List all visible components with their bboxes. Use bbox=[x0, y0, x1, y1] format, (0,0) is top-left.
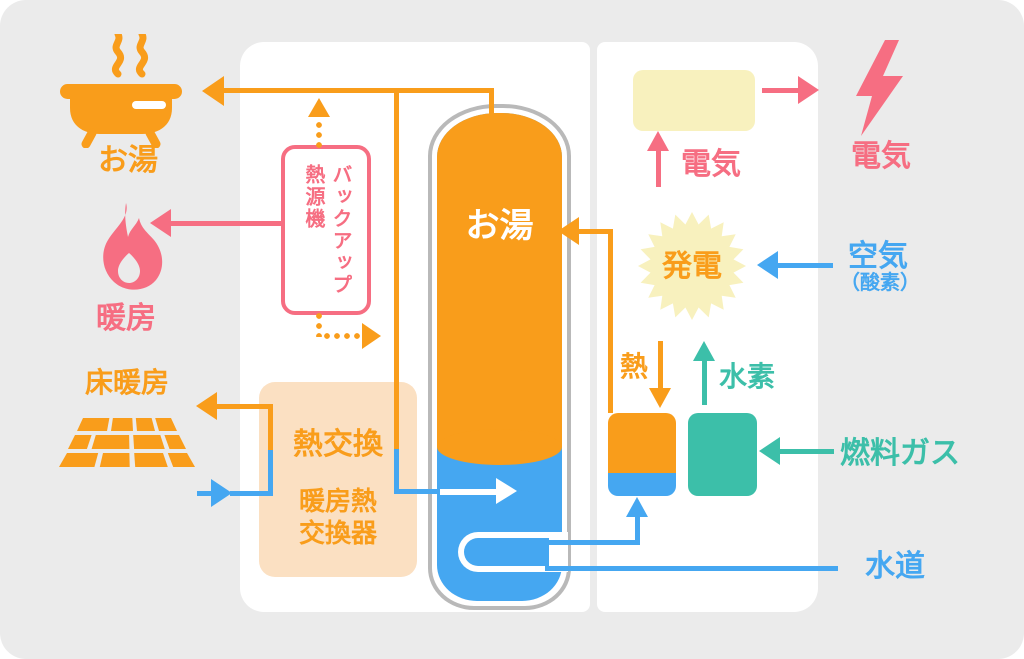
heating-arrow bbox=[150, 209, 171, 237]
heat-pipe-vertical bbox=[608, 229, 613, 413]
electricity-out-label: 電気 bbox=[851, 140, 911, 173]
water-to-fuelcell-h bbox=[548, 540, 640, 545]
heating-pipe bbox=[170, 221, 281, 226]
heat-exchanger-sublabel: 暖房熱 交換器 bbox=[298, 486, 377, 548]
fuel-cell-hot-section bbox=[608, 413, 676, 473]
hot-water-pipe bbox=[222, 88, 494, 93]
backup-up-arrow bbox=[308, 98, 330, 117]
heat-to-tank-arrow bbox=[558, 217, 579, 245]
backup-dotted-line-top bbox=[316, 120, 322, 148]
fuel-gas-in-arrow bbox=[759, 437, 780, 465]
fuel-cell-water-section bbox=[608, 473, 676, 496]
air-label: 空気 bbox=[848, 240, 908, 273]
cold-water-return-shaft bbox=[440, 489, 498, 495]
floor-heating-out-arrow bbox=[196, 392, 217, 420]
cold-water-return-arrow bbox=[496, 478, 517, 504]
backup-right-arrow bbox=[362, 323, 381, 349]
hydrogen-up-arrow bbox=[693, 341, 715, 361]
floor-loop-cold-drop bbox=[268, 450, 273, 496]
floor-heating-icon bbox=[59, 418, 195, 467]
main-pipe-cold bbox=[394, 449, 399, 494]
backup-heater-label: バックアップ 熱源機 bbox=[302, 164, 351, 296]
heat-exchange-title: 熱交換 bbox=[293, 428, 383, 461]
backup-heater-box: バックアップ 熱源機 bbox=[281, 145, 371, 315]
floor-loop-hot-drop bbox=[268, 404, 273, 450]
tank-inlet-pipe bbox=[458, 532, 568, 572]
floor-heating-out-pipe bbox=[216, 404, 272, 409]
generation-starburst-icon bbox=[638, 212, 746, 320]
water-to-fuelcell-arrow bbox=[626, 497, 648, 517]
hydrogen-label: 水素 bbox=[718, 361, 775, 392]
heat-label: 熱 bbox=[619, 351, 648, 382]
water-label: 水道 bbox=[865, 550, 925, 583]
electricity-up-arrow bbox=[647, 131, 669, 151]
heat-pipe-horizontal bbox=[578, 229, 613, 234]
return-pipe-to-tank bbox=[394, 489, 442, 494]
hot-water-arrow bbox=[202, 76, 224, 106]
floor-heating-return-pipe bbox=[230, 491, 273, 496]
tank-water bbox=[437, 113, 562, 601]
air-sublabel: （酸素） bbox=[840, 272, 920, 294]
flame-icon bbox=[103, 203, 163, 290]
electricity-up-shaft bbox=[656, 150, 661, 187]
hot-water-pipe-drop bbox=[489, 88, 494, 118]
electricity-out-shaft bbox=[762, 88, 799, 93]
water-supply-line bbox=[545, 566, 838, 571]
air-in-arrow bbox=[757, 251, 778, 279]
heat-down-shaft bbox=[658, 341, 663, 389]
electricity-internal-label: 電気 bbox=[681, 148, 741, 181]
hot-water-label: お湯 bbox=[98, 144, 158, 177]
tank-fill-boundary bbox=[437, 429, 562, 465]
heat-exchange-box: 熱交換 暖房熱 交換器 bbox=[259, 382, 417, 577]
heat-down-arrow bbox=[649, 388, 671, 408]
bathtub-icon bbox=[60, 34, 182, 148]
heating-label: 暖房 bbox=[96, 302, 156, 335]
air-in-shaft bbox=[777, 263, 833, 268]
fuel-gas-label: 燃料ガス bbox=[840, 437, 960, 470]
tank-hot-water-fill bbox=[437, 113, 562, 447]
water-to-fuelcell-v bbox=[635, 516, 640, 545]
fuel-gas-in-shaft bbox=[779, 449, 834, 454]
reformer-box bbox=[688, 413, 757, 496]
generation-label: 発電 bbox=[662, 250, 722, 283]
inverter-box bbox=[633, 70, 755, 131]
hydrogen-up-shaft bbox=[702, 360, 707, 405]
backup-dotted-line-bottom bbox=[316, 311, 322, 337]
power-unit-panel bbox=[597, 42, 818, 612]
floor-heating-return-tail bbox=[197, 491, 211, 496]
backup-dotted-line-right bbox=[322, 333, 362, 339]
main-pipe-hot bbox=[394, 88, 399, 449]
electricity-out-arrow bbox=[798, 76, 819, 104]
floor-heating-label: 床暖房 bbox=[84, 367, 169, 398]
lightning-icon bbox=[856, 40, 903, 136]
tank-label: お湯 bbox=[465, 207, 534, 245]
fuel-cell-stack-box bbox=[608, 413, 676, 496]
floor-heating-return-arrow bbox=[211, 479, 232, 507]
steam-icon bbox=[111, 34, 149, 78]
hot-water-tank: お湯 bbox=[428, 104, 571, 610]
